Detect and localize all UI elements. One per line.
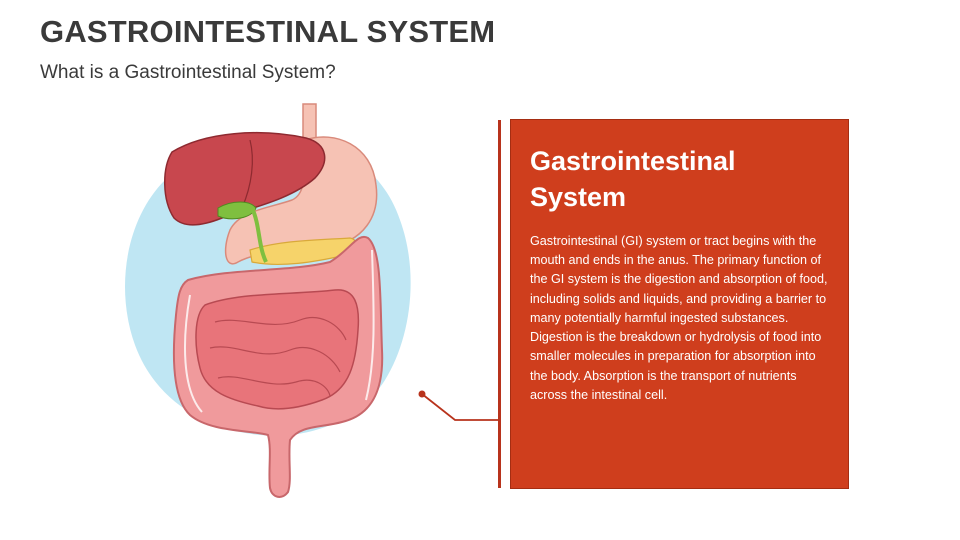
bile-duct [250,207,268,263]
card-heading-line2: System [530,181,627,212]
liver [164,131,326,226]
slide-title: GASTROINTESTINAL SYSTEM [40,14,496,49]
digestive-system-illustration [125,103,411,498]
vertical-divider [498,120,501,488]
card-heading-line1: Gastrointestinal [530,146,736,176]
slide-subtitle: What is a Gastrointestinal System? [40,62,336,83]
gallbladder [217,201,257,220]
card-heading: Gastrointestinal System [530,144,830,216]
info-card: Gastrointestinal System Gastrointestinal… [510,119,849,489]
card-body-text: Gastrointestinal (GI) system or tract be… [530,233,828,402]
connector-line [418,390,498,421]
small-intestine [195,289,360,410]
